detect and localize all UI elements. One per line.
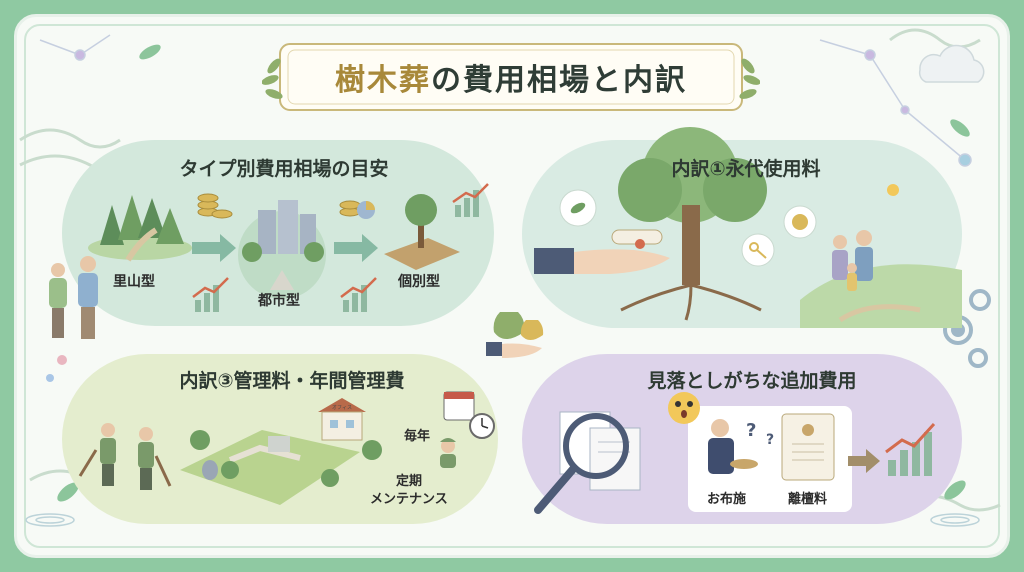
arrow-right-icon: [192, 234, 378, 262]
svg-text:?: ?: [766, 432, 774, 448]
laurel-right-icon: [739, 58, 760, 99]
title-rest: の費用相場と内訳: [431, 63, 687, 98]
title-plate: [262, 43, 760, 111]
hills-illustration: [800, 264, 962, 328]
certificate-scroll-icon: [781, 413, 835, 481]
flower-icon: [46, 355, 67, 382]
leaf-icon: [57, 44, 970, 502]
money-bag-icon: [493, 312, 544, 340]
page-title: 樹木葬の費用相場と内訳: [262, 38, 760, 116]
ripple-icon: [25, 513, 980, 527]
label-satoyama: 里山型: [113, 274, 155, 290]
label-regular: 定期: [396, 474, 423, 489]
arrow-right-icon: [848, 449, 880, 473]
key-bubble-icon: [741, 233, 775, 267]
individual-tree-illustration: [384, 194, 460, 270]
question-marks-icon: ? ?: [746, 420, 774, 448]
trend-arrow-icon: [192, 183, 489, 298]
city-illustration: [238, 200, 326, 299]
label-ofuse: お布施: [707, 492, 747, 507]
label-individual: 個別型: [398, 274, 440, 290]
trend-arrow-icon: [885, 422, 936, 454]
label-ridanryo: 離檀料: [788, 492, 828, 507]
office-building-icon: オフィス: [318, 398, 366, 441]
pie-chart-icon: [357, 201, 375, 219]
monk-illustration: [708, 419, 758, 474]
label-every-year: 毎年: [404, 429, 431, 444]
panel-management-title: 内訳③管理料・年間管理費: [179, 370, 405, 392]
gardeners-illustration: [78, 423, 172, 490]
large-tree-illustration: [618, 127, 767, 321]
panel-types-title: タイプ別費用相場の目安: [179, 158, 389, 180]
inner-frame: [24, 24, 1000, 548]
couple-illustration: [49, 256, 98, 339]
laurel-left-icon: [262, 58, 283, 99]
panel-extra-title: 見落としがちな追加費用: [647, 370, 857, 392]
scroll-icon: [611, 229, 663, 249]
giving-hand-icon: [486, 342, 542, 358]
cloud-icon: [918, 44, 985, 83]
network-icon: [39, 34, 972, 167]
forest-illustration: [88, 195, 192, 262]
sun-icon: [887, 184, 899, 196]
yen-coin-bubble-icon: [783, 205, 817, 239]
clock-icon: [469, 413, 495, 439]
label-maintenance: メンテナンス: [370, 492, 448, 507]
coins-icon: [197, 193, 361, 219]
magnifier-icon: [534, 413, 629, 514]
bar-chart-icon: [195, 190, 479, 312]
svg-text:?: ?: [746, 420, 756, 441]
cemetery-illustration: [180, 430, 382, 505]
office-sign: オフィス: [332, 405, 352, 411]
leaf-bubble-icon: [559, 189, 597, 227]
calendar-icon: [443, 391, 475, 421]
bar-chart-icon: [888, 432, 932, 476]
hand-icon: [534, 248, 670, 274]
label-urban: 都市型: [258, 293, 300, 309]
family-illustration: [832, 230, 873, 291]
worker-icon: [440, 438, 456, 468]
panel-eternal-title: 内訳①永代使用料: [671, 158, 821, 180]
surprised-face-icon: [668, 392, 700, 424]
title-accent: 樹木葬: [335, 63, 431, 98]
